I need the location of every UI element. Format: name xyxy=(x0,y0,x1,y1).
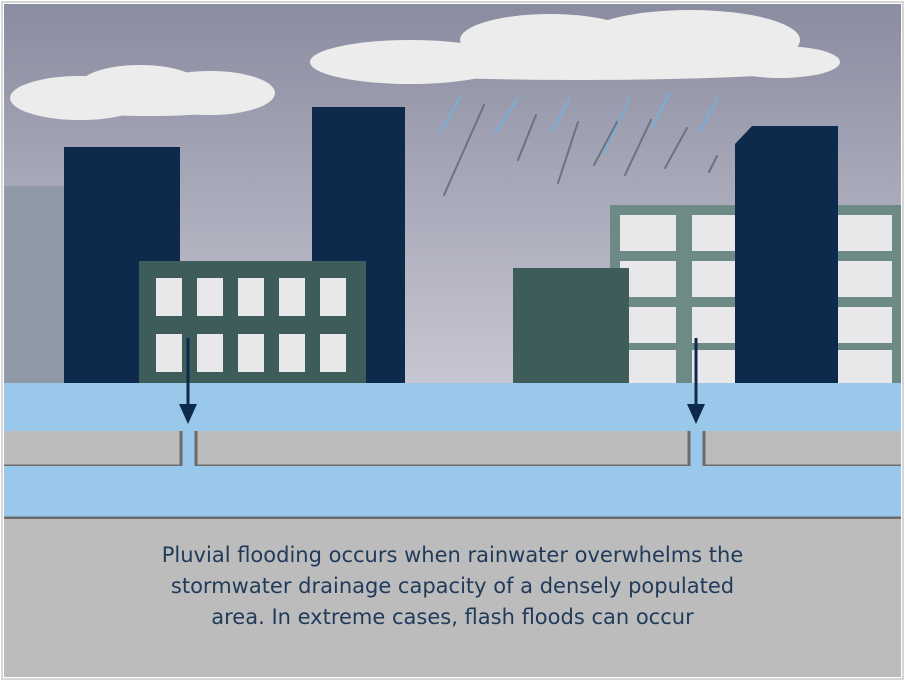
cloud-right xyxy=(310,10,840,84)
office-windows-left xyxy=(156,278,346,372)
caption-panel xyxy=(4,519,901,677)
pavement-slab xyxy=(4,431,901,466)
drain-gaps xyxy=(181,431,704,466)
drain-arrow-right xyxy=(687,338,705,424)
cloud-left xyxy=(10,65,275,120)
caption-line-2: stormwater drainage capacity of a densel… xyxy=(170,574,735,598)
storm-drain-water xyxy=(4,466,901,517)
drain-arrow-left xyxy=(179,338,197,424)
caption-line-3: area. In extreme cases, flash floods can… xyxy=(211,605,694,629)
caption-line-1: Pluvial flooding occurs when rainwater o… xyxy=(161,543,744,567)
tall-building-right xyxy=(735,126,838,389)
rain xyxy=(439,92,719,196)
distant-building xyxy=(4,186,66,389)
low-building-right xyxy=(513,268,629,389)
office-windows-right xyxy=(620,215,892,386)
surface-flood-water xyxy=(4,383,901,431)
caption-text: Pluvial flooding occurs when rainwater o… xyxy=(4,540,901,660)
